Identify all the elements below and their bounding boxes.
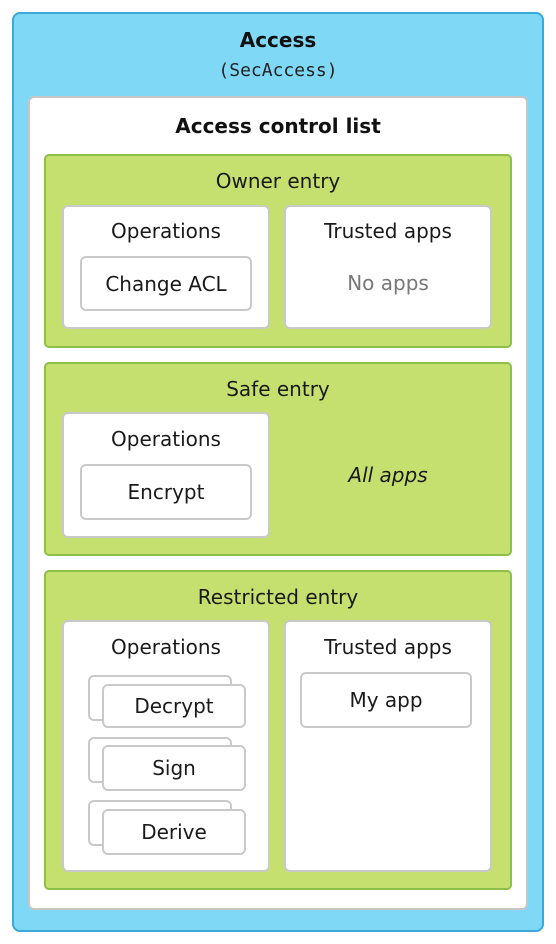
restricted-trusted-apps-label: Trusted apps <box>324 635 452 659</box>
owner-operations-label: Operations <box>111 219 221 243</box>
operation-decrypt: Decrypt <box>102 684 246 728</box>
restricted-operations-label: Operations <box>111 635 221 659</box>
owner-no-apps-text: No apps <box>347 271 429 295</box>
operation-derive: Derive <box>102 809 246 855</box>
owner-trusted-apps-panel <box>284 205 492 329</box>
operation-encrypt: Encrypt <box>80 464 252 520</box>
access-title: Access <box>239 28 317 52</box>
safe-operations-label: Operations <box>111 427 221 451</box>
operation-sign: Sign <box>102 745 246 791</box>
restricted-entry-title: Restricted entry <box>197 585 359 609</box>
access-subtitle: (SecAccess) <box>218 60 338 81</box>
restricted-trusted-apps-panel <box>284 620 492 872</box>
operation-change-acl: Change ACL <box>80 256 252 311</box>
safe-all-apps-text: All apps <box>348 463 428 487</box>
trusted-app-my-app: My app <box>300 672 472 728</box>
owner-entry-title: Owner entry <box>215 169 341 193</box>
owner-trusted-apps-label: Trusted apps <box>324 219 452 243</box>
safe-entry-title: Safe entry <box>226 377 330 401</box>
acl-title: Access control list <box>175 114 381 138</box>
